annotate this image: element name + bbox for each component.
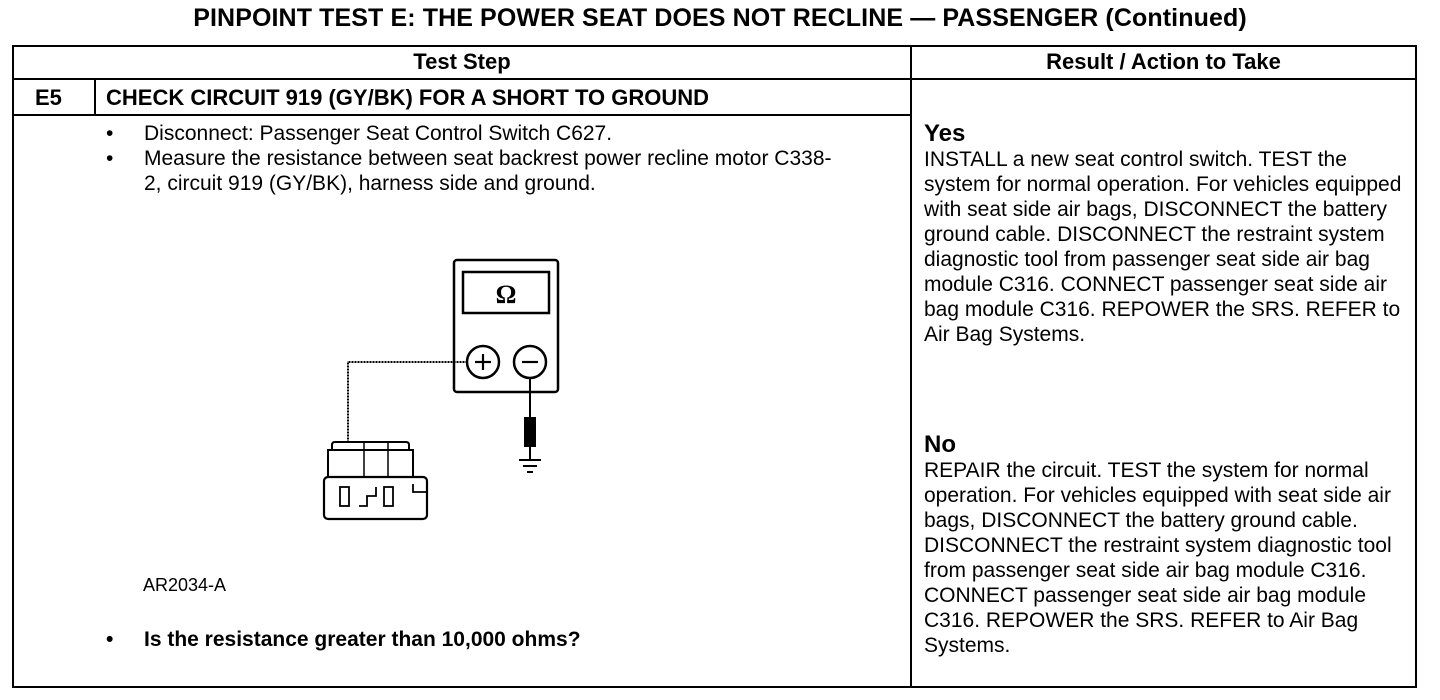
instruction-text: Measure the resistance between seat back… [144,147,832,195]
negative-probe-icon [524,417,536,447]
result-yes-text: INSTALL a new seat control switch. TEST … [924,148,1402,346]
question-text: Is the resistance greater than 10,000 oh… [144,628,581,651]
step-question: • Is the resistance greater than 10,000 … [100,628,581,652]
step-instructions: • Disconnect: Passenger Seat Control Swi… [100,121,860,196]
result-yes-label: Yes [924,120,966,147]
step-title: CHECK CIRCUIT 919 (GY/BK) FOR A SHORT TO… [106,85,709,110]
column-divider [910,45,912,688]
connector-c338-icon [322,441,429,521]
step-id: E5 [35,85,62,110]
figure-id: AR2034-A [143,575,227,595]
positive-lead [347,361,467,450]
header-divider [12,78,1417,80]
step-id-divider [94,79,96,115]
pinpoint-test-table [12,45,1417,688]
meter-display [461,270,551,315]
header-test-step: Test Step [413,49,511,74]
bullet-marker: • [106,122,114,145]
header-result-action: Result / Action to Take [1046,49,1281,74]
step-title-divider [12,114,911,116]
ohm-icon: Ω [496,280,517,309]
bullet-marker: • [106,147,114,170]
result-no-text: REPAIR the circuit. TEST the system for … [924,459,1392,657]
ohmmeter-diagram: Ω [322,258,560,521]
bullet-marker: • [106,628,114,651]
instruction-text: Disconnect: Passenger Seat Control Switc… [144,122,613,145]
list-item: • Measure the resistance between seat ba… [100,146,860,196]
result-no-label: No [924,431,956,458]
page-title: PINPOINT TEST E: THE POWER SEAT DOES NOT… [193,4,1247,32]
list-item: • Disconnect: Passenger Seat Control Swi… [100,121,860,146]
